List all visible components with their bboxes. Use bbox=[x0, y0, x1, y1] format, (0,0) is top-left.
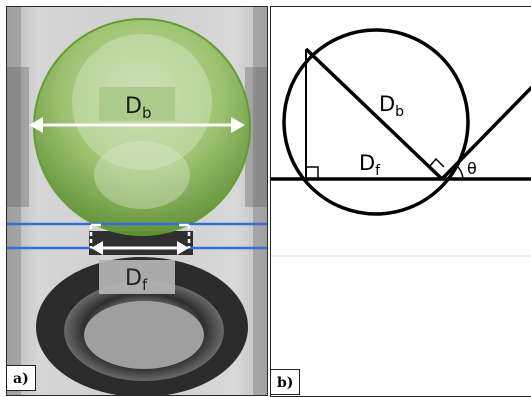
contact-right-angle bbox=[428, 157, 445, 168]
bubble-diameter-label: Db bbox=[379, 92, 404, 120]
bubble-diameter-line bbox=[304, 47, 444, 181]
panel-b-label: b) bbox=[270, 369, 301, 395]
schematic-figure: Db Df θ bbox=[271, 7, 531, 396]
contact-angle-arc bbox=[455, 164, 464, 180]
schematic-panel: Db Df θ bbox=[270, 6, 531, 397]
contact-angle-label: θ bbox=[467, 159, 477, 178]
right-angle-marker bbox=[306, 166, 319, 179]
bubble-circle bbox=[282, 28, 470, 216]
panel-a-label: a) bbox=[6, 365, 36, 391]
foot-diameter-label: Df bbox=[125, 266, 148, 294]
foot-diameter-label: Df bbox=[359, 151, 381, 179]
foot-diameter-label-box bbox=[99, 260, 175, 294]
bubble-diameter-label-box bbox=[99, 87, 175, 121]
bubble-diameter-label: Db bbox=[125, 94, 151, 122]
photo-panel: Db Df bbox=[6, 6, 268, 396]
photo-figure: Db Df bbox=[7, 7, 267, 395]
tangent-line bbox=[440, 85, 531, 181]
